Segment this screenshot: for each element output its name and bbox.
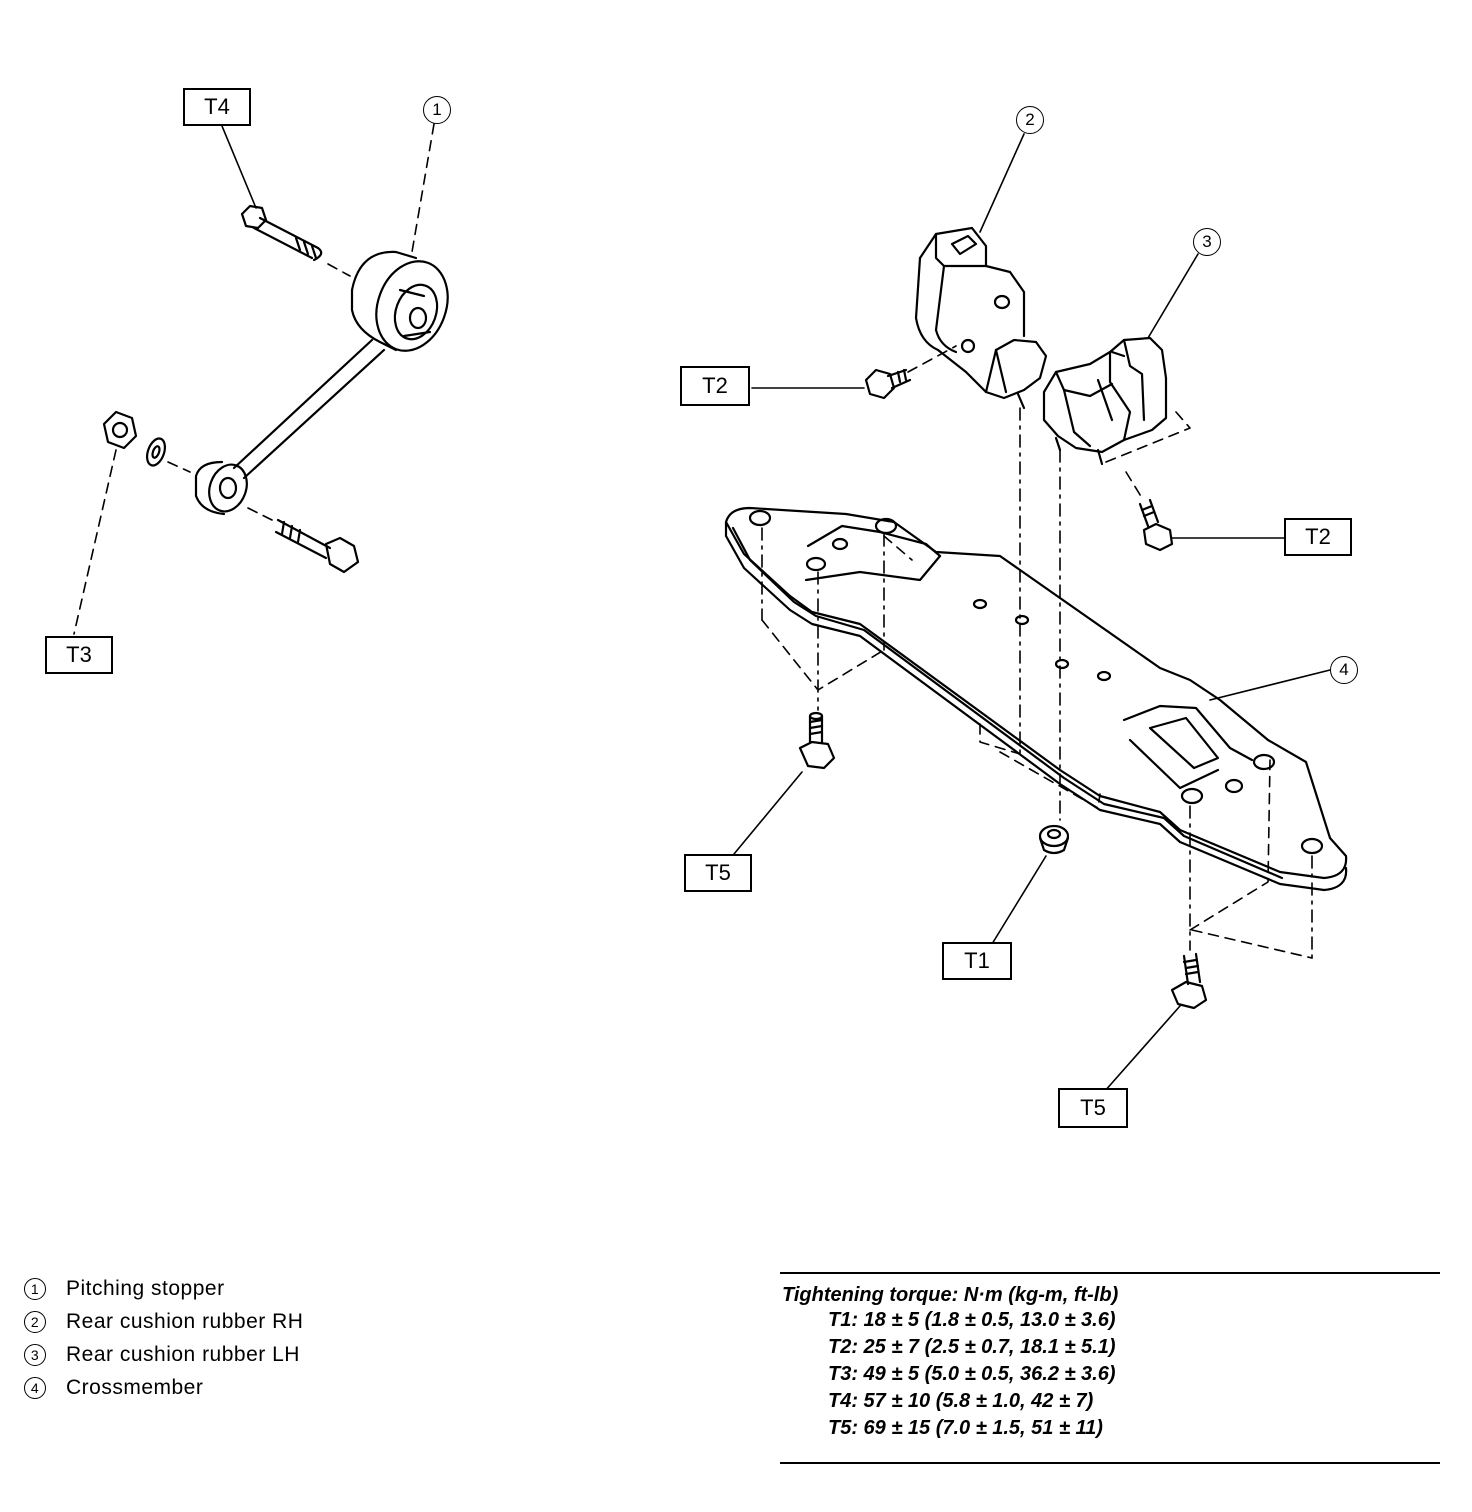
torque-tag-t5-bottom: T5 xyxy=(1058,1088,1128,1128)
torque-tag-t3: T3 xyxy=(45,636,113,674)
torque-tag-t2-left: T2 xyxy=(680,366,750,406)
torque-tag-t5-left: T5 xyxy=(684,854,752,892)
legend-label: Rear cushion rubber LH xyxy=(66,1342,300,1366)
callout-4: 4 xyxy=(1330,656,1358,684)
legend-number: 2 xyxy=(24,1310,46,1333)
legend-label: Rear cushion rubber RH xyxy=(66,1309,304,1333)
legend-number: 3 xyxy=(24,1343,46,1366)
torque-table-title: Tightening torque: N·m (kg-m, ft-lb) xyxy=(782,1284,1119,1306)
legend-item-3: 3 Rear cushion rubber LH xyxy=(24,1338,303,1371)
callout-1: 1 xyxy=(423,96,451,124)
legend-label: Crossmember xyxy=(66,1375,204,1399)
callout-3: 3 xyxy=(1193,228,1221,256)
legend-item-4: 4 Crossmember xyxy=(24,1371,303,1404)
torque-line-t3: T3: 49 ± 5 (5.0 ± 0.5, 36.2 ± 3.6) xyxy=(828,1363,1116,1385)
pitching-stopper-part xyxy=(102,204,449,574)
legend-item-1: 1 Pitching stopper xyxy=(24,1272,303,1305)
torque-tag-t1: T1 xyxy=(942,942,1012,980)
torque-tag-t2-right: T2 xyxy=(1284,518,1352,556)
torque-line-t5: T5: 69 ± 15 (7.0 ± 1.5, 51 ± 11) xyxy=(828,1417,1103,1439)
legend-number: 4 xyxy=(24,1376,46,1399)
torque-spec-table: Tightening torque: N·m (kg-m, ft-lb) T1:… xyxy=(780,1272,1440,1464)
parts-legend: 1 Pitching stopper 2 Rear cushion rubber… xyxy=(24,1272,303,1404)
legend-label: Pitching stopper xyxy=(66,1276,225,1300)
torque-tag-t4: T4 xyxy=(183,88,251,126)
torque-line-t2: T2: 25 ± 7 (2.5 ± 0.7, 18.1 ± 5.1) xyxy=(828,1336,1116,1358)
crossmember-part xyxy=(724,506,1348,1010)
rear-cushion-rubber-rh-part xyxy=(864,226,1048,410)
legend-number: 1 xyxy=(24,1277,46,1300)
callout-2: 2 xyxy=(1016,106,1044,134)
rear-cushion-rubber-lh-part xyxy=(1042,336,1174,552)
torque-line-t4: T4: 57 ± 10 (5.8 ± 1.0, 42 ± 7) xyxy=(828,1390,1094,1412)
torque-line-t1: T1: 18 ± 5 (1.8 ± 0.5, 13.0 ± 3.6) xyxy=(828,1309,1116,1331)
legend-item-2: 2 Rear cushion rubber RH xyxy=(24,1305,303,1338)
